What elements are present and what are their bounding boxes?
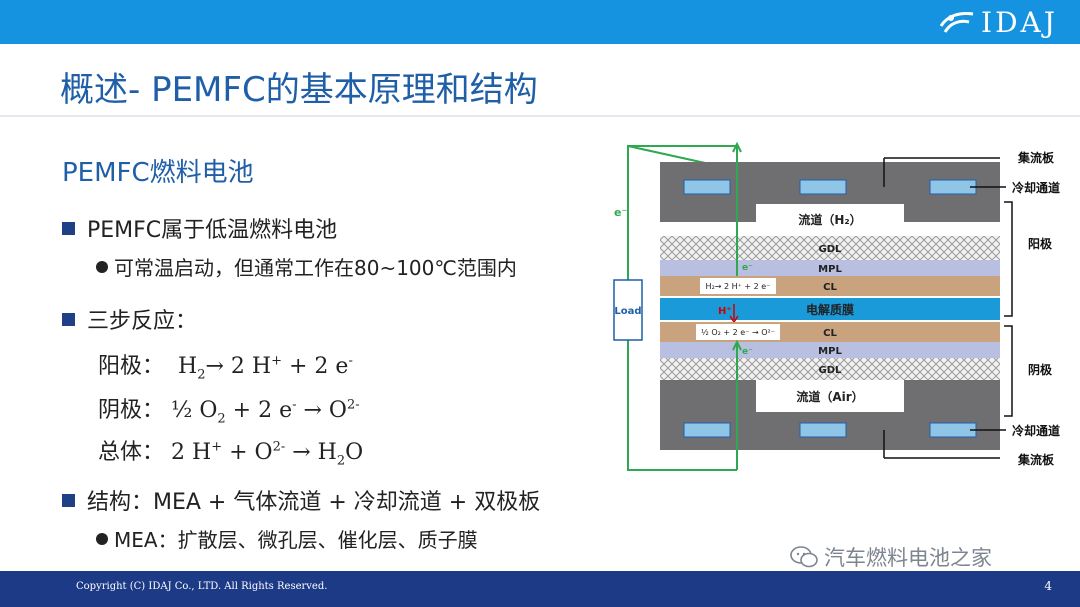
cathode-cl-label: CL: [823, 328, 837, 339]
sub-bullet-text: 可常温启动，但通常工作在80~100℃范围内: [114, 256, 517, 280]
cathode-reaction-box: [696, 324, 780, 340]
proton-label: H⁺: [718, 306, 732, 317]
sub-bullet-mea: MEA：扩散层、微孔层、催化层、质子膜: [96, 524, 478, 553]
cathode-gdl-layer: [660, 358, 1000, 380]
pemfc-structure-diagram: Load e⁻ 流道（H₂） GDL MPL CL H₂→ 2 H⁺ + 2 e…: [613, 141, 1060, 471]
cathode-label: 阴极：: [98, 398, 165, 423]
bottom-cooling-channel-3: [929, 422, 977, 438]
bullet-structure: 结构：MEA + 气体流道 + 冷却流道 + 双极板: [62, 484, 540, 516]
anode-gdl-label: GDL: [819, 244, 843, 255]
bullet-text: PEMFC属于低温燃料电池: [87, 218, 338, 243]
cathode-reaction-label: ½ O₂ + 2 e⁻ → O²⁻: [701, 328, 775, 337]
sub-bullet-text: MEA：扩散层、微孔层、催化层、质子膜: [114, 528, 478, 552]
wechat-watermark: 汽车燃料电池之家: [790, 542, 992, 572]
collector-bottom-label: 集流板: [1017, 452, 1055, 467]
logo-text: IDAJ: [981, 5, 1058, 39]
square-bullet-icon: [62, 222, 75, 235]
cathode-gdl-label: GDL: [819, 365, 843, 376]
round-bullet-icon: [96, 261, 108, 273]
sub-bullet-start: 可常温启动，但通常工作在80~100℃范围内: [96, 252, 517, 281]
bullet-text: 结构：MEA + 气体流道 + 冷却流道 + 双极板: [87, 490, 541, 515]
page-number: 4: [1044, 579, 1052, 593]
anode-reaction-box: [700, 278, 776, 294]
copyright-text: Copyright (C) IDAJ Co., LTD. All Rights …: [76, 581, 328, 592]
bottom-cooling-channel-1: [683, 422, 731, 438]
cathode-electron-label: e⁻: [742, 347, 753, 357]
anode-bracket: [1004, 201, 1013, 317]
membrane-label: 电解质膜: [806, 302, 854, 317]
cathode-label: 阴极: [1028, 362, 1053, 377]
anode-label: 阳极: [1028, 236, 1053, 251]
idaj-logo: IDAJ: [939, 5, 1058, 39]
watermark-text: 汽车燃料电池之家: [824, 546, 992, 570]
cathode-equation: 阴极： ½ O2 + 2 e- → O2-: [98, 392, 360, 427]
header-bar: IDAJ: [0, 0, 1080, 44]
anode-reaction-label: H₂→ 2 H⁺ + 2 e⁻: [706, 282, 771, 291]
square-bullet-icon: [62, 313, 75, 326]
wechat-icon: [790, 546, 818, 568]
air-channel-label: 流道（Air）: [796, 389, 863, 404]
top-cooling-channel-2: [799, 179, 847, 195]
h2-channel-label: 流道（H₂）: [798, 212, 861, 227]
electron-left-label: e⁻: [614, 206, 627, 219]
anode-cl-label: CL: [823, 282, 837, 293]
bullet-low-temp: PEMFC属于低温燃料电池: [62, 212, 337, 244]
cathode-mpl-layer: [660, 342, 1000, 358]
h2-flow-channel: [756, 204, 904, 234]
bottom-cooling-channel-2: [799, 422, 847, 438]
anode-formula: H2→ 2 H+ + 2 e-: [171, 353, 353, 383]
round-bullet-icon: [96, 533, 108, 545]
cooling-top-label: 冷却通道: [1012, 180, 1060, 195]
title-divider: [0, 115, 1080, 117]
cathode-formula: ½ O2 + 2 e- → O2-: [171, 397, 360, 427]
cathode-mpl-label: MPL: [818, 346, 842, 357]
section-heading: PEMFC燃料电池: [62, 158, 254, 188]
overall-equation: 总体： 2 H+ + O2- → H2O: [98, 434, 364, 469]
anode-label: 阳极：: [98, 354, 165, 379]
anode-electron-label: e⁻: [742, 263, 753, 273]
square-bullet-icon: [62, 494, 75, 507]
anode-mpl-layer: [660, 260, 1000, 276]
anode-electron-arrow: [732, 141, 742, 153]
cooling-bottom-label: 冷却通道: [1012, 423, 1060, 438]
collector-top-label: 集流板: [1017, 150, 1055, 165]
overall-formula: 2 H+ + O2- → H2O: [171, 439, 364, 469]
top-cooling-channel-3: [929, 179, 977, 195]
cathode-bracket: [1004, 325, 1013, 417]
footer-bar: Copyright (C) IDAJ Co., LTD. All Rights …: [0, 571, 1080, 607]
anode-gdl-layer: [660, 236, 1000, 260]
membrane-layer: [660, 298, 1000, 320]
idaj-swirl-icon: [939, 12, 974, 33]
top-cooling-channel-1: [683, 179, 731, 195]
anode-equation: 阳极： H2→ 2 H+ + 2 e-: [98, 348, 353, 383]
load-label: Load: [614, 306, 641, 317]
bullet-text: 三步反应：: [87, 309, 198, 334]
bullet-reactions: 三步反应：: [62, 303, 197, 335]
air-flow-channel: [756, 380, 904, 412]
load-box: [613, 279, 643, 341]
cathode-electron-arrow: [732, 339, 742, 351]
anode-mpl-label: MPL: [818, 264, 842, 275]
slide-title: 概述- PEMFC的基本原理和结构: [60, 70, 538, 110]
overall-label: 总体：: [98, 440, 165, 465]
